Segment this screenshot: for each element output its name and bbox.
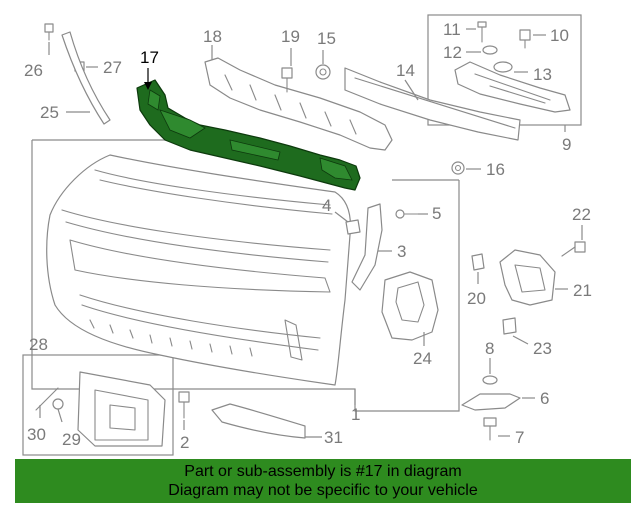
callout-7[interactable]: 7 xyxy=(515,428,524,447)
part-4-clip xyxy=(345,219,361,235)
callout-19[interactable]: 19 xyxy=(281,27,300,46)
callout-9[interactable]: 9 xyxy=(562,135,571,154)
callout-5[interactable]: 5 xyxy=(432,204,441,223)
part-20-fog-lamp-bezel xyxy=(381,271,439,341)
part-18-upper-bracket xyxy=(204,57,393,151)
callout-25[interactable]: 25 xyxy=(40,103,59,122)
leader-4 xyxy=(334,211,349,223)
banner-line-2: Diagram may not be specific to your vehi… xyxy=(168,482,478,499)
part-6-bracket xyxy=(461,393,521,411)
license-bracket-frame xyxy=(22,354,174,456)
callout-12[interactable]: 12 xyxy=(443,43,462,62)
part-31-lower-valance xyxy=(211,403,306,439)
part-25-trim-strip xyxy=(61,31,111,125)
part-24-clip xyxy=(471,253,485,271)
part-5-bolt xyxy=(395,209,419,219)
callout-13[interactable]: 13 xyxy=(533,65,552,84)
part-21-air-deflector xyxy=(499,249,556,306)
part-29-clip xyxy=(52,398,64,410)
part-28-license-plate-bracket xyxy=(77,371,166,447)
callout-1: 1 xyxy=(351,405,360,424)
callout-15[interactable]: 15 xyxy=(317,29,336,48)
leader-23 xyxy=(512,335,529,345)
callout-14[interactable]: 14 xyxy=(396,61,415,80)
part-2-bolt xyxy=(178,391,190,419)
part-8-grommet xyxy=(482,375,498,385)
callout-28[interactable]: 28 xyxy=(29,335,48,354)
part-26-screw xyxy=(44,23,54,41)
part-9-deflector xyxy=(454,61,571,113)
part-16-nut xyxy=(451,161,465,175)
callout-22[interactable]: 22 xyxy=(572,205,591,224)
callout-17[interactable]: 17 xyxy=(140,48,159,67)
part-17-front-bumper-energy-absorber xyxy=(136,79,361,191)
leader-17-arrow xyxy=(144,82,152,90)
part-23-clip xyxy=(502,317,517,335)
part-15-nut xyxy=(315,64,331,80)
part-12-clip xyxy=(482,45,498,55)
callout-11[interactable]: 11 xyxy=(443,20,461,39)
callout-30[interactable]: 30 xyxy=(27,425,46,444)
leader-14 xyxy=(404,79,419,101)
callout-31[interactable]: 31 xyxy=(324,428,343,447)
callout-3[interactable]: 3 xyxy=(397,242,406,261)
callout-29[interactable]: 29 xyxy=(62,430,81,449)
callout-8[interactable]: 8 xyxy=(485,339,494,358)
bumper-fascia xyxy=(46,154,352,386)
part-11-screw xyxy=(477,21,487,43)
callout-6[interactable]: 6 xyxy=(540,389,549,408)
leader-29 xyxy=(57,408,63,423)
callout-21[interactable]: 21 xyxy=(573,281,592,300)
part-22-bolt xyxy=(561,241,586,257)
part-10-bolt xyxy=(519,29,531,49)
banner-line-1: Part or sub-assembly is #17 in diagram xyxy=(184,463,462,480)
part-19-bolt xyxy=(281,67,293,93)
callout-26[interactable]: 26 xyxy=(24,61,43,80)
callout-23[interactable]: 23 xyxy=(533,339,552,358)
callout-20[interactable]: 24 xyxy=(413,349,432,368)
exploded-parts-diagram: 1 17 18 19 15 14 11 xyxy=(22,14,592,456)
part-3-side-bracket xyxy=(351,203,383,291)
callout-2[interactable]: 2 xyxy=(180,433,189,452)
part-14-impact-bar xyxy=(344,67,521,141)
callout-10[interactable]: 10 xyxy=(550,26,569,45)
part-7-bolt xyxy=(483,417,497,441)
callout-18[interactable]: 18 xyxy=(203,27,222,46)
part-13-plug xyxy=(493,61,513,73)
callout-4[interactable]: 4 xyxy=(322,196,331,215)
callout-16[interactable]: 16 xyxy=(486,160,505,179)
callout-24[interactable]: 20 xyxy=(467,289,486,308)
callout-27[interactable]: 27 xyxy=(103,58,122,77)
info-banner: Part or sub-assembly is #17 in diagram D… xyxy=(15,459,631,503)
